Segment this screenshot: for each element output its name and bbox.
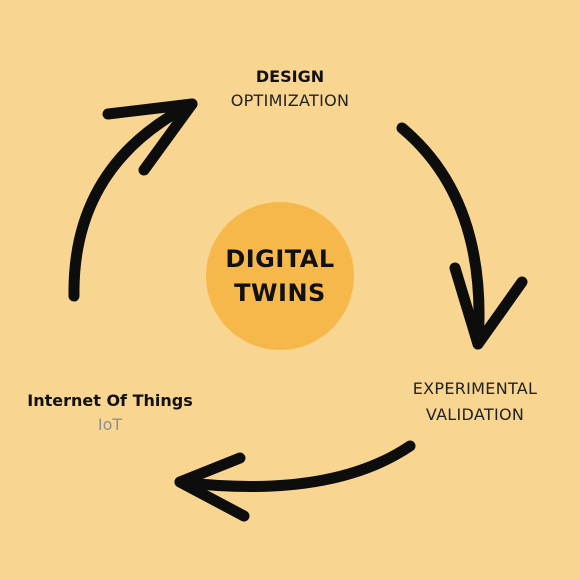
experimental-line: EXPERIMENTAL (412, 379, 538, 398)
arrow-validation-to-iot (174, 440, 416, 522)
iot-label: Internet Of Things IoT (10, 390, 210, 438)
iot-title: Internet Of Things (27, 391, 193, 410)
experimental-validation-label: EXPERIMENTAL VALIDATION (380, 376, 570, 428)
design-optimization-label: DESIGN OPTIMIZATION (190, 66, 390, 114)
center-label-line1: DIGITAL (225, 245, 335, 273)
digital-twins-circle: DIGITAL TWINS (206, 202, 354, 350)
optimization-subtitle: OPTIMIZATION (230, 91, 350, 110)
iot-subtitle: IoT (97, 415, 123, 434)
design-title: DESIGN (255, 67, 325, 86)
validation-line: VALIDATION (425, 405, 525, 424)
arrow-iot-to-design (68, 98, 198, 302)
arrow-design-to-validation (396, 122, 528, 350)
center-label-line2: TWINS (234, 279, 326, 307)
